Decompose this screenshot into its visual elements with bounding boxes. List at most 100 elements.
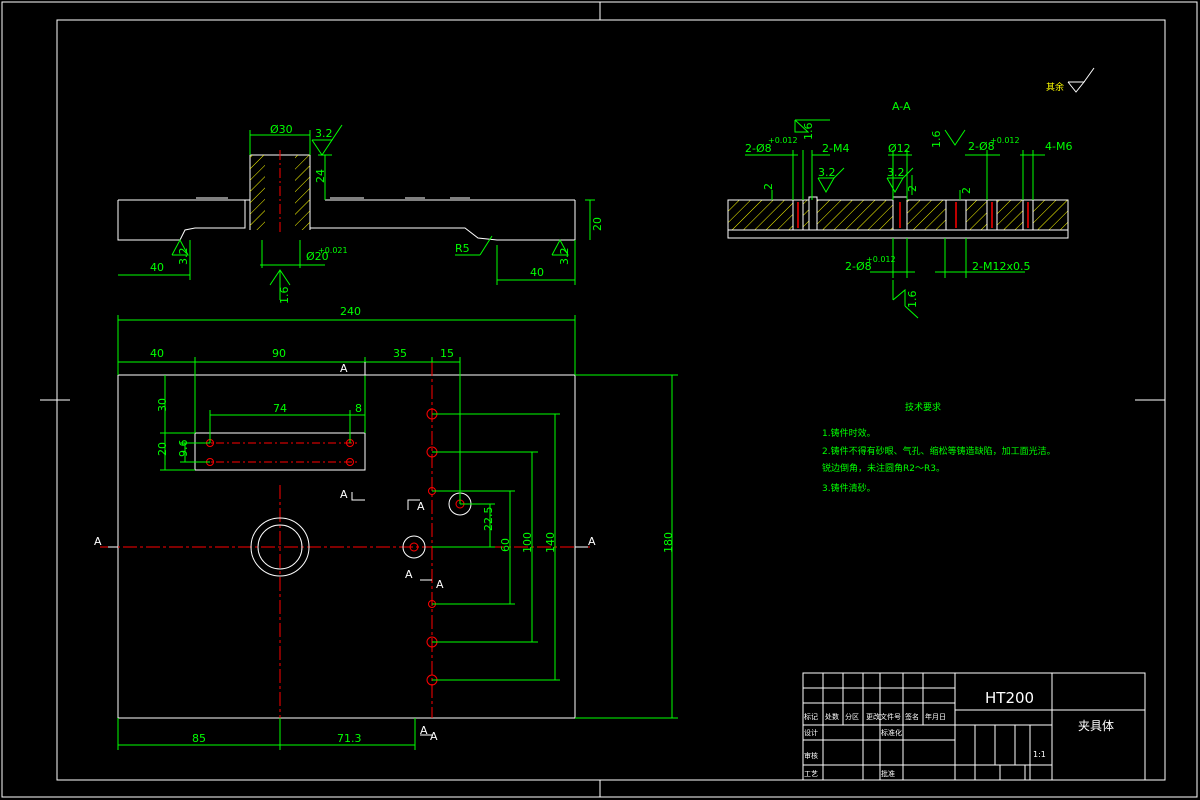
section-d8-tr: 2-Ø8 [968, 140, 995, 153]
section-d8-tl: 2-Ø8 [745, 142, 772, 155]
section-mark-bottom: A [430, 730, 438, 743]
dim-20-height: 20 [591, 217, 604, 231]
dim-d20-tolerance: +0.021 [318, 246, 348, 255]
tb-mark: 标记 [804, 712, 818, 721]
scale-value: 1:1 [1033, 750, 1046, 759]
rough-1-6-boss: 1.6 [278, 287, 291, 305]
dim-60: 60 [499, 538, 512, 552]
rough-3-2-top: 3.2 [315, 127, 333, 140]
part-name: 夹具体 [1078, 719, 1114, 733]
section-d8-tl-tol: +0.012 [768, 136, 798, 145]
dim-40-right: 40 [530, 266, 544, 279]
dim-22-5: 22.5 [482, 507, 495, 532]
section-mark-v1: A [405, 568, 413, 581]
section-view: A-A [727, 100, 1072, 319]
section-m12: 2-M12x0.5 [972, 260, 1030, 273]
tb-review: 审核 [804, 751, 818, 760]
dim-15: 15 [440, 347, 454, 360]
section-mark-v2: A [436, 578, 444, 591]
section-m6: 4-M6 [1045, 140, 1072, 153]
dim-74: 74 [273, 402, 287, 415]
dim-d20: Ø20 [306, 250, 329, 263]
tech-title: 技术要求 [905, 401, 941, 413]
section-hole-axes [797, 202, 1029, 228]
plan-dimensions [117, 315, 678, 750]
plan-view: 240 40 90 35 15 30 20 74 8 9.6 22.5 60 1… [94, 305, 678, 750]
plan-section-arrows [108, 362, 588, 736]
section-mark-v3: A [420, 724, 428, 737]
dim-8: 8 [355, 402, 362, 415]
tb-change: 更改文件号 [866, 712, 901, 721]
section-dimensions [745, 119, 1045, 319]
dim-85: 85 [192, 732, 206, 745]
section-h2-a: 2 [762, 183, 775, 190]
section-mark-mid: A [417, 500, 425, 513]
tech-note-4: 3.铸件清砂。 [822, 482, 876, 494]
title-block-labels: 标记 处数 分区 更改文件号 签名 年月日 设计 标准化 审核 工艺 批准 [804, 712, 946, 778]
tb-date: 年月日 [925, 712, 946, 721]
dim-40-left: 40 [150, 261, 164, 274]
section-h2-b: 2 [906, 185, 919, 192]
section-m4: 2-M4 [822, 142, 849, 155]
plan-section-letters: A A A A A A A A A [94, 362, 596, 743]
section-d12: Ø12 [888, 142, 911, 155]
elevation-view: Ø30 3.2 24 20 Ø20 +0.021 1.6 40 40 3.2 3… [117, 123, 604, 304]
tb-zone: 分区 [845, 712, 859, 721]
section-d8-bl-tol: +0.012 [866, 255, 896, 264]
dim-100: 100 [521, 532, 534, 553]
dim-9-6: 9.6 [177, 440, 190, 458]
section-d8-tr-tol: +0.012 [990, 136, 1020, 145]
boss-hatch-left [250, 155, 265, 230]
section-title: A-A [892, 100, 911, 113]
tb-count: 处数 [825, 712, 839, 721]
dim-24: 24 [314, 169, 327, 183]
technical-requirements: 技术要求 1.铸件时效。 2.铸件不得有砂眼、气孔、缩松等铸造缺陷，加工面光洁。… [822, 401, 1056, 494]
dim-d30: Ø30 [270, 123, 293, 136]
material-label: HT200 [985, 689, 1034, 707]
section-mark-top: A [340, 362, 348, 375]
dim-90: 90 [272, 347, 286, 360]
section-mark-left: A [94, 535, 102, 548]
section-d8-bl: 2-Ø8 [845, 260, 872, 273]
plan-bores [250, 492, 472, 577]
section-mark-right: A [588, 535, 596, 548]
dim-240: 240 [340, 305, 361, 318]
tb-design: 设计 [804, 728, 818, 737]
section-rough-3-2-a: 3.2 [818, 166, 836, 179]
dim-30: 30 [156, 398, 169, 412]
tech-note-3: 锐边倒角，未注圆角R2～R3。 [822, 462, 945, 474]
tech-note-2: 2.铸件不得有砂眼、气孔、缩松等铸造缺陷，加工面光洁。 [822, 445, 1056, 457]
elevation-dimensions [118, 124, 595, 300]
tech-note-1: 1.铸件时效。 [822, 427, 876, 439]
rough-3-2-right: 3.2 [558, 248, 571, 266]
title-block: HT200 夹具体 1:1 标记 处数 分区 更改文件号 签名 年月日 设计 标… [802, 672, 1146, 781]
section-rough-3-2-b: 3.2 [887, 166, 905, 179]
dim-20-plan: 20 [156, 442, 169, 456]
dim-140: 140 [544, 532, 557, 553]
roughness-other-label: 其余 [1046, 81, 1064, 93]
plan-centerlines [100, 362, 590, 718]
section-h2-c: 2 [960, 187, 973, 194]
section-mark-top2: A [340, 488, 348, 501]
plan-labels: 240 40 90 35 15 30 20 74 8 9.6 22.5 60 1… [150, 305, 675, 745]
tb-standard: 标准化 [881, 728, 902, 737]
section-rough-1-6-tl: 1.6 [802, 123, 815, 141]
dim-35: 35 [393, 347, 407, 360]
tb-approve: 批准 [881, 769, 895, 778]
elevation-labels: Ø30 3.2 24 20 Ø20 +0.021 1.6 40 40 3.2 3… [150, 123, 604, 304]
section-labels: 2-Ø8 +0.012 1.6 2-M4 Ø12 1.6 2-Ø8 +0.012… [745, 123, 1072, 309]
dim-r5: R5 [455, 242, 470, 255]
section-base-line [727, 229, 1069, 239]
plan-slot-block [194, 432, 366, 471]
dim-40-plan: 40 [150, 347, 164, 360]
dim-180: 180 [662, 532, 675, 553]
tb-sign: 签名 [905, 712, 919, 721]
section-rough-1-6-b: 1.6 [906, 291, 919, 309]
elevation-outline [117, 154, 576, 241]
boss-hatch-right [295, 155, 310, 230]
rough-3-2-left: 3.2 [177, 248, 190, 266]
dim-71-3: 71.3 [337, 732, 362, 745]
section-rough-1-6-tr: 1.6 [930, 131, 943, 149]
